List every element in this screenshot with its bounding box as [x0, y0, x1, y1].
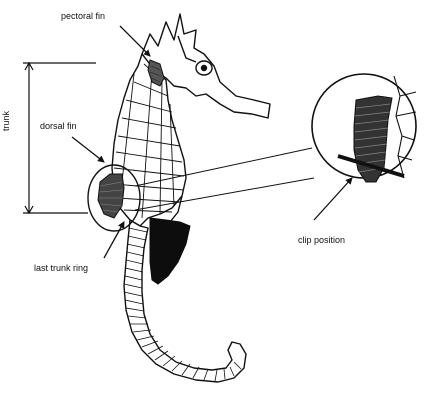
trunk-label: trunk	[1, 111, 12, 131]
last-trunk-ring-pointer	[104, 222, 124, 258]
clip-position-label: clip position	[298, 235, 345, 246]
pectoral-fin-pointer	[120, 26, 150, 56]
dorsal-fin-label: dorsal fin	[40, 121, 77, 132]
trunk-dimension-bracket	[23, 63, 96, 213]
dorsal-fin	[98, 174, 124, 218]
pectoral-fin-label: pectoral fin	[61, 11, 105, 22]
dorsal-fin-pointer	[72, 137, 104, 162]
clip-position-pointer	[314, 178, 352, 220]
last-trunk-ring-label: last trunk ring	[34, 263, 88, 274]
brood-pouch	[150, 218, 190, 284]
